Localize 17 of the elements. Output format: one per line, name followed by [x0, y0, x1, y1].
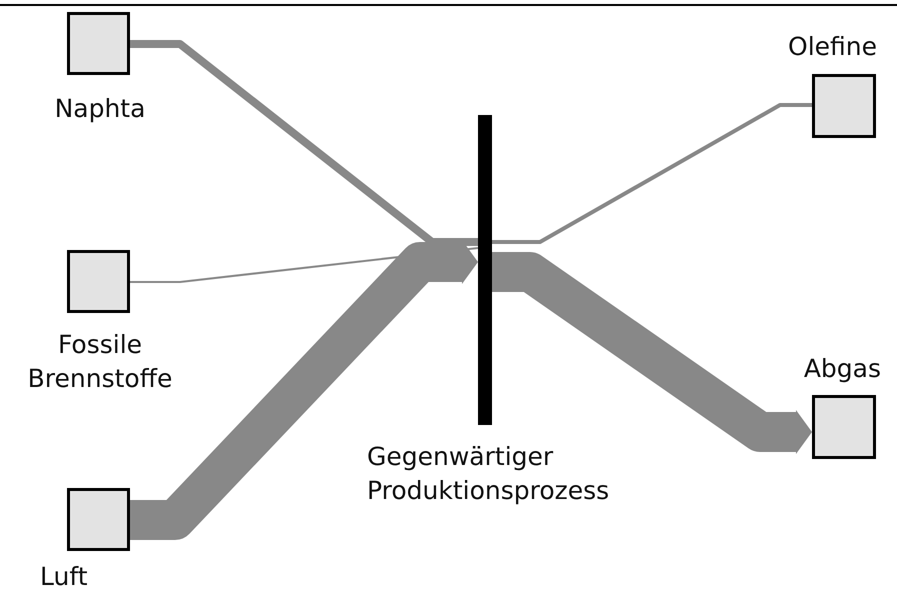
flow-line [130, 247, 478, 283]
flow-box [67, 488, 130, 551]
node-label: Naphta [54, 93, 146, 125]
node-label: Gegenwärtiger Produktionsprozess [367, 441, 610, 507]
flow-line [492, 103, 812, 244]
flow-line [130, 40, 478, 246]
node-label: Olefine [787, 31, 878, 63]
flow-box [812, 74, 876, 138]
process-bar [478, 115, 492, 425]
flow-box [67, 250, 130, 313]
node-label: Fossile Brennstoffe [26, 329, 174, 395]
flow-band [130, 240, 478, 540]
flow-box [812, 395, 876, 459]
flow-box [67, 12, 130, 75]
node-label: Abgas [802, 353, 882, 385]
flow-band [492, 252, 812, 454]
node-label: Luft [39, 561, 88, 593]
